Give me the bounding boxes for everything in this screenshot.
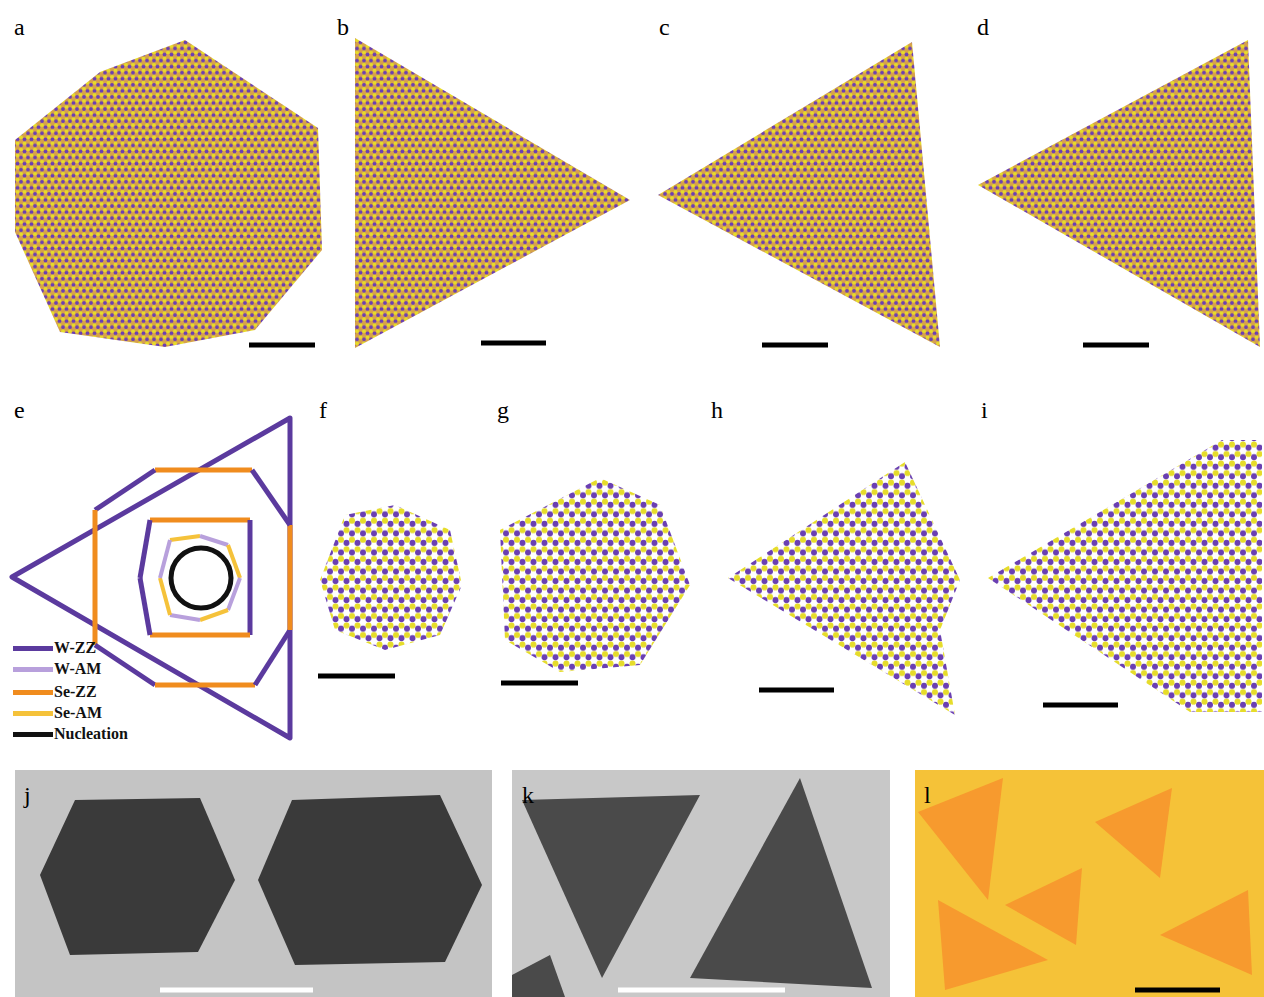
panel-letter: e xyxy=(14,398,25,422)
panel-letter: b xyxy=(337,15,349,39)
lattice-triangle xyxy=(978,40,1260,347)
legend-text: Nucleation xyxy=(54,726,128,742)
flake xyxy=(40,798,235,955)
legend-swatch xyxy=(13,711,53,716)
legend-swatch xyxy=(13,667,53,672)
panel-letter: k xyxy=(522,783,534,807)
legend-swatch xyxy=(13,690,53,695)
optical-image xyxy=(915,770,1264,997)
micrograph xyxy=(512,770,890,997)
legend-text: Se-ZZ xyxy=(54,684,97,700)
legend-swatch xyxy=(13,732,53,737)
panel-letter: a xyxy=(14,15,25,39)
legend-text: Se-AM xyxy=(54,705,102,721)
flake xyxy=(258,795,482,965)
panel-letter: i xyxy=(981,398,988,422)
lattice-triangle xyxy=(658,42,940,347)
flake xyxy=(522,795,700,978)
lattice-hexagon xyxy=(15,40,322,347)
flake xyxy=(512,955,565,997)
flake xyxy=(690,778,872,988)
panel-letter: f xyxy=(319,398,327,422)
panel-letter: l xyxy=(924,783,931,807)
scale-bars xyxy=(249,343,1149,705)
panel-letter: j xyxy=(24,783,31,807)
lattice-hexagon xyxy=(320,505,462,650)
micrograph xyxy=(15,770,492,997)
lattice-hexagon xyxy=(500,478,690,672)
panel-letter: c xyxy=(659,15,670,39)
legend-text: W-ZZ xyxy=(54,640,96,656)
lattice-triangle xyxy=(988,440,1262,712)
panel-letter: h xyxy=(711,398,723,422)
legend-swatch xyxy=(13,646,53,651)
legend-text: W-AM xyxy=(54,661,101,677)
lattice-triangle xyxy=(355,38,630,348)
lattice-triangle xyxy=(728,462,960,715)
panel-letter: d xyxy=(977,15,989,39)
growth-schematic xyxy=(12,418,290,738)
flakes xyxy=(918,778,1252,990)
panel-letter: g xyxy=(497,398,509,422)
